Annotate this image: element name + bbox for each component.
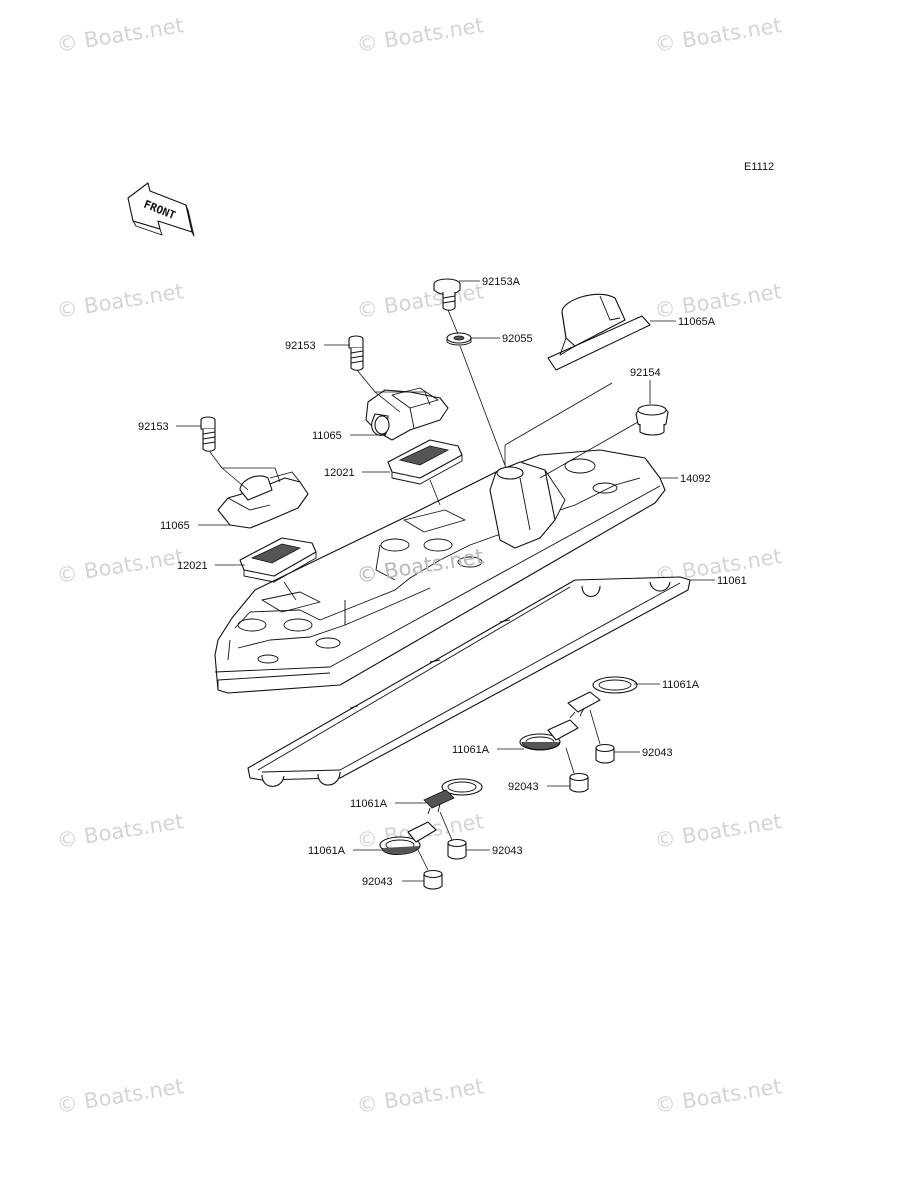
label-12021-top[interactable]: 12021 bbox=[324, 467, 355, 479]
watermark: © Boats.net bbox=[55, 544, 185, 588]
gasket-11061A-1 bbox=[567, 676, 638, 719]
gasket-11061A-4 bbox=[379, 821, 437, 855]
dowel-92043-4 bbox=[423, 869, 443, 890]
label-92043-1[interactable]: 92043 bbox=[642, 747, 673, 759]
watermark: © Boats.net bbox=[355, 13, 485, 57]
bolt-92153A bbox=[433, 278, 461, 311]
label-11061A-4[interactable]: 11061A bbox=[308, 845, 346, 857]
label-11061A-3[interactable]: 11061A bbox=[350, 798, 388, 810]
label-11061A-2[interactable]: 11061A bbox=[452, 744, 490, 756]
dowel-92043-3 bbox=[447, 838, 467, 860]
label-11065-top[interactable]: 11065 bbox=[312, 430, 342, 442]
cylinder-head-cover-14092 bbox=[214, 449, 666, 694]
label-92043-2[interactable]: 92043 bbox=[508, 781, 539, 793]
dowel-92043-1 bbox=[595, 743, 615, 764]
watermark: © Boats.net bbox=[55, 13, 185, 57]
bolt-92153-top bbox=[348, 335, 364, 371]
label-92055[interactable]: 92055 bbox=[502, 333, 533, 345]
gasket-11061A-3 bbox=[423, 778, 483, 815]
watermark: © Boats.net bbox=[355, 1074, 485, 1118]
label-92043-4[interactable]: 92043 bbox=[362, 876, 393, 888]
cover-11065A bbox=[547, 293, 651, 371]
plug-92154 bbox=[635, 404, 669, 436]
watermark: © Boats.net bbox=[653, 1074, 783, 1118]
front-arrow-icon: FRONT bbox=[127, 182, 195, 237]
head-cover-gasket-11061 bbox=[247, 576, 691, 787]
label-92153-left[interactable]: 92153 bbox=[138, 421, 169, 433]
label-92154[interactable]: 92154 bbox=[630, 367, 661, 379]
holder-11065-top bbox=[365, 387, 449, 441]
watermark: © Boats.net bbox=[55, 1074, 185, 1118]
part-labels: 92153A 92055 11065A 92153 92154 92153 11… bbox=[138, 276, 747, 888]
gasket-12021-top bbox=[387, 439, 463, 485]
label-92043-3[interactable]: 92043 bbox=[492, 845, 523, 857]
label-12021-left[interactable]: 12021 bbox=[177, 560, 208, 572]
watermark: © Boats.net bbox=[55, 809, 185, 853]
dowel-92043-2 bbox=[569, 772, 589, 793]
label-92153A[interactable]: 92153A bbox=[482, 276, 521, 288]
watermark: © Boats.net bbox=[653, 13, 783, 57]
label-11061[interactable]: 11061 bbox=[717, 575, 747, 587]
diagram-code: E1112 bbox=[744, 161, 774, 173]
washer-92055 bbox=[446, 332, 472, 346]
gasket-11061A-2 bbox=[519, 719, 579, 751]
watermark: © Boats.net bbox=[355, 279, 485, 323]
label-14092[interactable]: 14092 bbox=[680, 473, 711, 485]
bolt-92153-left bbox=[200, 416, 216, 452]
watermark: © Boats.net bbox=[55, 279, 185, 323]
label-11065-left[interactable]: 11065 bbox=[160, 520, 190, 532]
watermark: © Boats.net bbox=[653, 809, 783, 853]
gasket-12021-left bbox=[239, 537, 317, 583]
label-11061A-1[interactable]: 11061A bbox=[662, 679, 700, 691]
watermark: © Boats.net bbox=[653, 279, 783, 323]
leader-lines bbox=[176, 280, 715, 882]
label-92153-top[interactable]: 92153 bbox=[285, 340, 316, 352]
holder-11065-left bbox=[217, 471, 309, 529]
label-11065A[interactable]: 11065A bbox=[678, 316, 716, 328]
